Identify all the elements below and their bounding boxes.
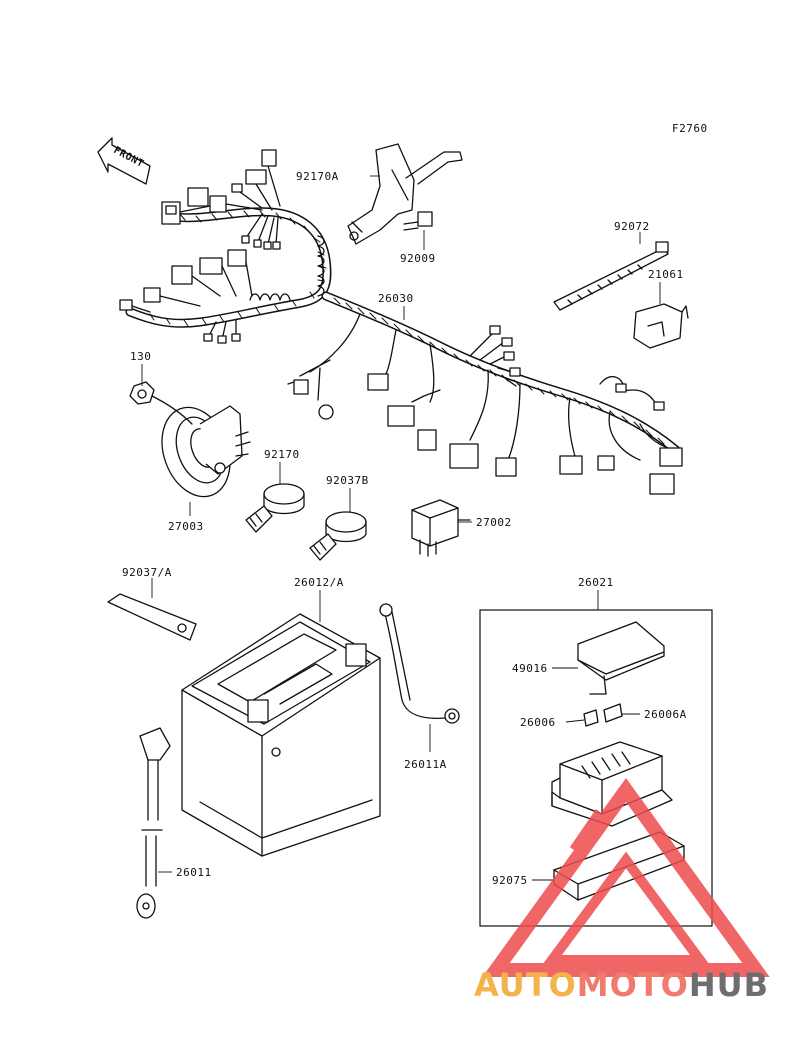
main-harness-drawing [119,149,683,495]
relay-drawing [411,499,471,557]
battery-lead-drawing [136,727,171,919]
band-drawing [553,241,669,311]
part-label-21061: 21061 [648,268,684,281]
front-label: FRONT [112,145,146,170]
part-label-27003: 27003 [168,520,204,533]
watermark-auto: AUTO [474,966,577,1004]
part-label-92037b: 92037B [326,474,369,487]
part-label-26021: 26021 [578,576,614,589]
part-label-26006: 26006 [520,716,556,729]
part-label-26011a: 26011A [404,758,447,771]
part-label-26012a: 26012/A [294,576,344,589]
part-label-92170a: 92170A [296,170,339,183]
bolt-drawing [403,211,433,231]
relay-cover-drawing [633,303,689,349]
part-label-26030: 26030 [378,292,414,305]
battery-drawing [181,613,381,857]
part-label-27002: 27002 [476,516,512,529]
watermark-hub: HUB [689,966,769,1004]
fuse-a-drawing [603,703,623,723]
ground-lead-drawing [379,603,460,724]
part-label-26006a: 26006A [644,708,687,721]
part-label-49016: 49016 [512,662,548,675]
part-label-92075: 92075 [492,874,528,887]
clamp-b-drawing [309,511,367,561]
watermark-text: AUTOMOTOHUB [474,966,769,1004]
watermark-logo [482,778,770,977]
diagram-code: F2760 [672,122,708,135]
part-label-92009: 92009 [400,252,436,265]
part-label-26011: 26011 [176,866,212,879]
horn-drawing [151,395,251,498]
part-label-92072: 92072 [614,220,650,233]
leader-lines [141,175,661,881]
part-label-92037a: 92037/A [122,566,172,579]
part-label-92170: 92170 [264,448,300,461]
part-label-130: 130 [130,350,151,363]
battery-strap-drawing [107,593,197,641]
clamp-drawing [245,483,305,533]
nut-drawing [129,381,155,405]
clip-bracket-drawing [347,143,463,245]
fuse-cover-drawing [577,621,665,695]
front-arrow-icon: FRONT [97,137,151,185]
fuse-box-frame [479,609,713,927]
watermark-moto: MOTO [577,966,689,1004]
fuse-drawing [583,709,599,727]
